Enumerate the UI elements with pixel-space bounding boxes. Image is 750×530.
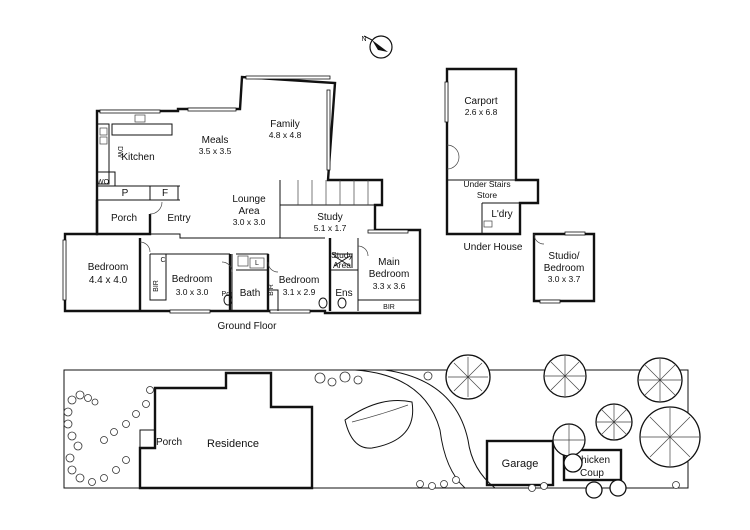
fridge-label: F (162, 188, 168, 199)
kitchen-label: Kitchen (121, 152, 154, 163)
lounge-label-2: Area (238, 206, 260, 217)
study-area-label-2: Area (333, 260, 351, 270)
site-plan: Porch Residence Garage Chicken Coup (63, 354, 701, 499)
ldry-label: L'dry (491, 209, 512, 220)
ground-floor-title: Ground Floor (218, 321, 278, 332)
meals-label: Meals (202, 135, 229, 146)
study-area-label: Study (331, 250, 353, 260)
ens-label: Ens (335, 288, 352, 299)
trees (445, 354, 701, 499)
under-house-plan: Carport 2.6 x 6.8 Under Stairs Store L'd… (444, 67, 596, 304)
pdr-label: Pdr (222, 291, 234, 298)
bir-2-label: BIR (268, 284, 275, 296)
carport-label: Carport (464, 96, 498, 107)
ground-floor-plan: Family 4.8 x 4.8 Meals 3.5 x 3.5 Kitchen… (62, 75, 422, 332)
studio-label: Studio/ (548, 251, 579, 262)
store-label-2: Store (477, 190, 498, 200)
main-bedroom-label: Main (378, 257, 400, 268)
study-dim: 5.1 x 1.7 (314, 223, 347, 233)
bath-label: Bath (240, 288, 261, 299)
bedroom-3-dim: 3.1 x 2.9 (283, 287, 316, 297)
studio-label-2: Bedroom (544, 263, 585, 274)
residence-label: Residence (207, 438, 259, 450)
bir-3-label: BIR (383, 304, 395, 311)
carport-dim: 2.6 x 6.8 (465, 107, 498, 117)
family-label: Family (270, 119, 299, 130)
store-label: Under Stairs (463, 179, 510, 189)
bedroom-2-dim: 3.0 x 3.0 (176, 287, 209, 297)
meals-dim: 3.5 x 3.5 (199, 146, 232, 156)
bedroom-3-label: Bedroom (279, 275, 320, 286)
study-label: Study (317, 212, 343, 223)
garage-label: Garage (502, 458, 539, 470)
main-bedroom-label-2: Bedroom (369, 269, 410, 280)
stairs (279, 180, 382, 206)
studio-dim: 3.0 x 3.7 (548, 274, 581, 284)
site-porch-label: Porch (156, 437, 182, 448)
porch-label: Porch (111, 213, 137, 224)
shrubs (63, 371, 680, 492)
dw-label: DW (116, 146, 123, 158)
chicken-label: Chicken (574, 455, 610, 466)
pantry-label: P (122, 188, 129, 199)
entry-label: Entry (167, 213, 190, 224)
under-house-outline (445, 67, 540, 236)
bedroom-left-dim: 4.4 x 4.0 (89, 275, 128, 286)
main-bedroom-dim: 3.3 x 3.6 (373, 281, 406, 291)
c-label: C (160, 257, 165, 264)
residence-outline (138, 371, 314, 490)
garage-outline (485, 439, 555, 487)
bedroom-2-label: Bedroom (172, 274, 213, 285)
l-label: L (255, 260, 259, 267)
coup-label: Coup (580, 468, 604, 479)
north-arrow-icon: N (361, 35, 393, 59)
lounge-label: Lounge (232, 194, 266, 205)
bir-1-label: BIR (153, 280, 160, 292)
wo-label: WO (97, 179, 110, 186)
family-dim: 4.8 x 4.8 (269, 130, 302, 140)
lounge-dim: 3.0 x 3.0 (233, 217, 266, 227)
north-label: N (361, 36, 366, 43)
under-house-title: Under House (464, 242, 523, 253)
bedroom-left-label: Bedroom (88, 262, 129, 273)
